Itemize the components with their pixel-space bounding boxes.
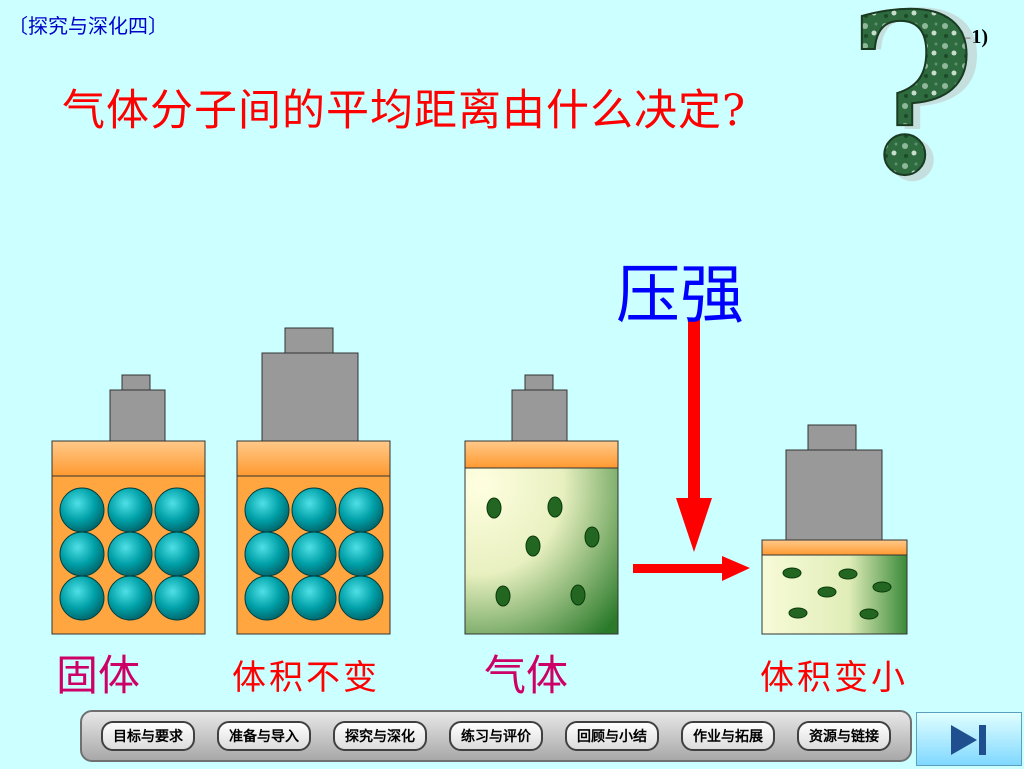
nav-button-homework[interactable]: 作业与拓展 bbox=[681, 721, 775, 751]
nav-button-review[interactable]: 回顾与小结 bbox=[565, 721, 659, 751]
label-solid: 固体 bbox=[56, 651, 141, 700]
skip-to-end-icon bbox=[951, 725, 986, 755]
pressure-arrow-down bbox=[676, 318, 712, 552]
svg-text:?: ? bbox=[848, 0, 977, 210]
page-number: (2-1) bbox=[948, 26, 988, 49]
label-volume-smaller: 体积变小 bbox=[760, 658, 908, 698]
page-number-prefix: (2- bbox=[948, 26, 972, 48]
label-volume-unchanged: 体积不变 bbox=[232, 658, 380, 698]
nav-button-resources[interactable]: 资源与链接 bbox=[797, 721, 891, 751]
page-number-suffix: 1) bbox=[971, 26, 988, 48]
skip-to-end-button[interactable] bbox=[916, 712, 1022, 766]
compression-arrow-right bbox=[633, 556, 750, 581]
question-mark-icon: ? ? bbox=[847, 0, 988, 210]
nav-bar: 目标与要求 准备与导入 探究与深化 练习与评价 回顾与小结 作业与拓展 资源与链… bbox=[80, 710, 912, 762]
gas-molecules-2 bbox=[782, 567, 892, 620]
gas-molecules-1 bbox=[486, 496, 600, 607]
section-label: 〔探究与深化四〕 bbox=[8, 14, 168, 38]
svg-text:?: ? bbox=[853, 0, 988, 210]
solid-molecules-1 bbox=[59, 487, 200, 621]
nav-button-practice[interactable]: 练习与评价 bbox=[449, 721, 543, 751]
solid-molecules-2 bbox=[244, 487, 384, 621]
container-gas-compressed bbox=[761, 424, 908, 635]
label-gas: 气体 bbox=[484, 651, 569, 700]
nav-button-preparation[interactable]: 准备与导入 bbox=[217, 721, 311, 751]
piston-illustration bbox=[51, 318, 908, 635]
page-title: 气体分子间的平均距离由什么决定? bbox=[62, 86, 747, 136]
pressure-label: 压强 bbox=[616, 259, 744, 333]
container-gas-small-weight bbox=[464, 374, 619, 635]
nav-button-inquiry[interactable]: 探究与深化 bbox=[333, 721, 427, 751]
nav-button-goals[interactable]: 目标与要求 bbox=[101, 721, 195, 751]
